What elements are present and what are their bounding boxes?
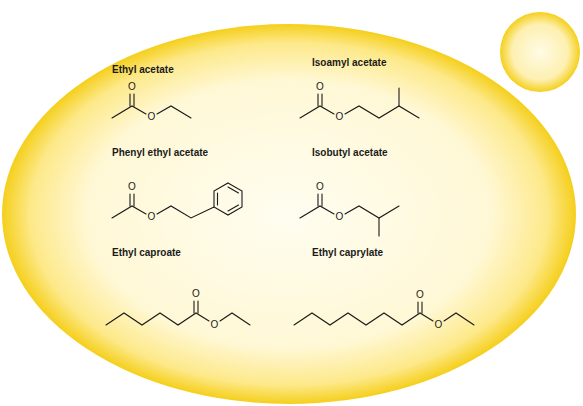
yeast-bud (500, 12, 580, 92)
molecule-structures (106, 88, 474, 325)
atom-label: O (435, 320, 443, 330)
atom-label: O (128, 182, 136, 192)
yeast-cell (2, 24, 576, 404)
compound-name: Ethyl caprylate (312, 247, 383, 258)
atom-label: O (128, 82, 136, 92)
atom-label: O (148, 112, 156, 122)
compound-name: Ethyl acetate (112, 64, 174, 75)
compound-name: Isobutyl acetate (312, 147, 388, 158)
atom-label: O (316, 82, 324, 92)
atom-label: O (336, 112, 344, 122)
compound-name: Isoamyl acetate (312, 57, 387, 68)
atom-label: O (416, 290, 424, 300)
atom-label: O (148, 212, 156, 222)
compound-name: Ethyl caproate (112, 247, 181, 258)
atom-label: O (192, 289, 200, 299)
atom-label: O (211, 320, 219, 330)
compound-name: Phenyl ethyl acetate (112, 147, 208, 158)
atom-label: O (316, 182, 324, 192)
atom-label: O (336, 212, 344, 222)
